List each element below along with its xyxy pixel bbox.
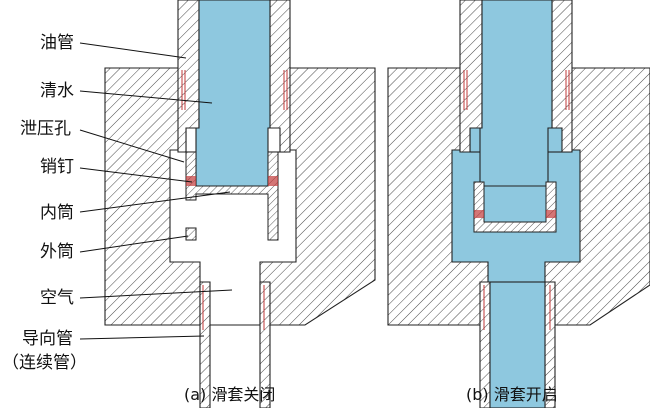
water-column-left [195,0,271,187]
label-inner-barrel: 内筒 [40,203,74,223]
label-relief-hole: 泄压孔 [20,119,71,139]
guide-pipe-left-b [479,281,491,408]
label-air: 空气 [40,288,74,308]
tubing-wall-left-b [459,0,483,153]
label-pin: 销钉 [40,157,74,177]
guide-pipe-right-a [259,281,271,408]
label-coiled-tubing: （连续管） [2,353,87,373]
label-outer-barrel: 外筒 [40,242,74,262]
caption-closed: (a) 滑套关闭 [184,385,275,404]
tubing-wall-left [177,0,200,153]
label-guide-pipe: 导向管 [22,329,73,349]
labels: 油管 清水 泄压孔 销钉 内筒 外筒 空气 导向管 （连续管） [2,33,233,373]
diagram-closed [104,0,376,408]
diagram-open [387,0,650,408]
label-clean-water: 清水 [40,81,74,101]
label-tubing: 油管 [40,33,74,53]
caption-open: (b) 滑套开启 [466,385,558,404]
inner-barrel-right [473,181,557,233]
